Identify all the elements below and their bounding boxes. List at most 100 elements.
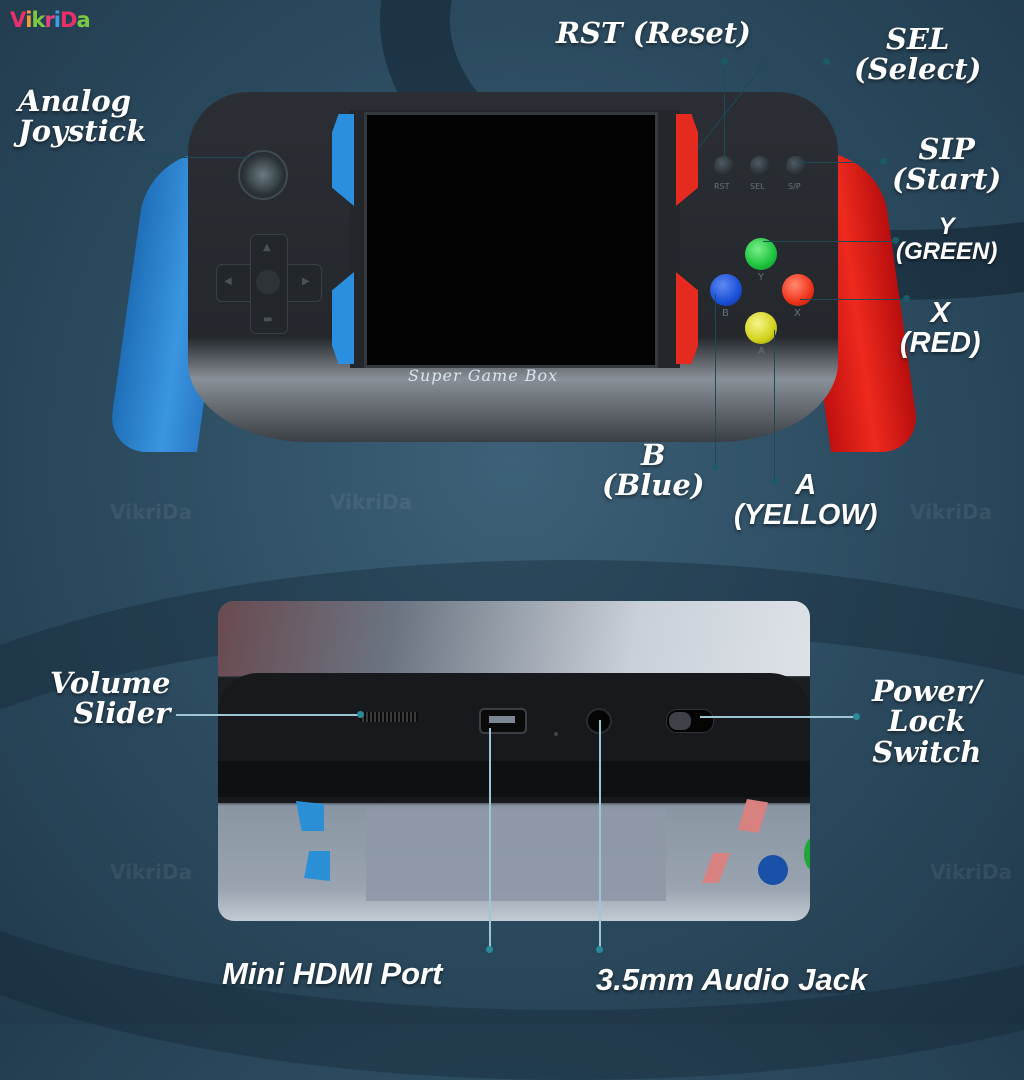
callout-dot [357, 711, 364, 718]
callout-line-power [700, 716, 855, 718]
label-line: B [641, 438, 666, 472]
sel-silkscreen: SEL [750, 182, 765, 191]
start-button[interactable] [786, 156, 806, 176]
mini-hdmi-port [479, 708, 527, 734]
bezel-accent-blue [332, 114, 354, 206]
label-volume-slider: Volume Slider [50, 668, 170, 729]
analog-joystick[interactable] [238, 150, 288, 200]
lcd-screen [364, 112, 658, 368]
label-line: (RED) [900, 327, 981, 360]
blurred-screen [366, 809, 666, 901]
logo-letter: D [60, 8, 77, 32]
label-line: (Blue) [602, 468, 705, 503]
label-line: Joystick [18, 114, 147, 149]
callout-line-audio [599, 720, 601, 950]
sel-button[interactable] [750, 156, 770, 176]
blurred-bezel-red [738, 799, 768, 833]
callout-line-y [763, 241, 896, 242]
label-analog-joystick: Analog Joystick [18, 86, 146, 147]
rst-button[interactable] [714, 156, 734, 176]
brand-logo: VikriDa [10, 8, 91, 32]
a-silkscreen: A [758, 346, 765, 357]
a-button-yellow[interactable] [745, 312, 777, 344]
rst-silkscreen: RST [714, 182, 730, 191]
volume-slider[interactable] [360, 712, 418, 722]
callout-dot [596, 946, 603, 953]
label-sel: SEL (Select) [854, 24, 981, 85]
callout-dot [823, 58, 830, 65]
blurred-bezel-red [702, 853, 730, 883]
label-line: Lock [888, 704, 966, 739]
label-line: X [930, 297, 950, 329]
label-power-lock-switch: Power/ Lock Switch [872, 676, 982, 769]
blurred-button-blue [758, 855, 788, 885]
x-button-red[interactable] [782, 274, 814, 306]
label-line: SEL [885, 22, 950, 56]
y-silkscreen: Y [758, 272, 765, 283]
label-line: Volume [50, 666, 171, 700]
callout-dot [892, 237, 899, 244]
callout-dot [486, 946, 493, 953]
logo-letter: V [10, 8, 26, 32]
model-name: Super Game Box [408, 366, 559, 385]
callout-line-b [715, 294, 716, 466]
b-silkscreen: B [722, 308, 729, 319]
callout-line-x [800, 299, 906, 300]
console-top-edge-photo [218, 601, 810, 921]
handheld-console-front: Super Game Box ▲ ▬ ◀ ▶ RST SEL S/P Y B X… [106, 92, 922, 458]
callout-line-a [774, 330, 775, 480]
label-line: Switch [872, 734, 982, 769]
label-line: SIP [918, 132, 975, 166]
callout-line-rst [724, 60, 725, 160]
label-line: (GREEN) [896, 238, 998, 266]
watermark: VikriDa [110, 500, 193, 524]
photo-background [218, 601, 810, 676]
dpad-down-icon: ▬ [263, 314, 273, 325]
power-lock-switch[interactable] [666, 709, 714, 733]
dpad-center [256, 270, 280, 294]
label-b-blue: B (Blue) [602, 440, 705, 501]
callout-line-volume [176, 714, 361, 716]
x-silkscreen: X [794, 308, 801, 319]
label-rst: RST (Reset) [556, 16, 751, 50]
callout-dot [721, 58, 728, 65]
label-line: Analog [18, 84, 132, 118]
blurred-bezel-blue [296, 801, 324, 831]
label-audio-jack: 3.5mm Audio Jack [596, 962, 868, 997]
label-line: (Start) [892, 162, 1002, 197]
callout-dot [903, 295, 910, 302]
label-y-green: Y (GREEN) [896, 214, 998, 266]
callout-dot [853, 713, 860, 720]
console-edge-shadow [218, 761, 810, 797]
watermark: VikriDa [910, 500, 993, 524]
watermark: VikriDa [330, 490, 413, 514]
bezel-accent-red [676, 114, 698, 206]
callout-line-hdmi [489, 728, 491, 950]
logo-letter: i [25, 8, 32, 32]
logo-letter: a [76, 8, 90, 32]
label-a-yellow: A (YELLOW) [734, 470, 877, 531]
label-sip: SIP (Start) [892, 134, 1001, 195]
blurred-button-green [804, 837, 810, 871]
y-button-green[interactable] [745, 238, 777, 270]
sip-silkscreen: S/P [788, 182, 801, 191]
callout-line-sip [797, 162, 883, 163]
callout-dot [712, 464, 719, 471]
dpad-right-icon: ▶ [302, 276, 310, 287]
label-line: (Select) [854, 52, 982, 87]
microphone-hole [554, 732, 558, 736]
logo-letter: i [53, 8, 61, 32]
callout-line-analog [150, 157, 250, 158]
callout-dot [771, 478, 778, 485]
watermark: VikriDa [110, 860, 193, 884]
label-x-red: X (RED) [900, 298, 981, 359]
label-line: (YELLOW) [734, 499, 878, 532]
logo-letter: r [44, 8, 54, 32]
label-line: Slider [73, 696, 171, 731]
label-line: A [795, 469, 817, 501]
callout-dot [880, 158, 887, 165]
dpad-up-icon: ▲ [263, 242, 271, 253]
dpad-left-icon: ◀ [224, 276, 232, 287]
bezel-accent-red [676, 272, 698, 364]
blurred-bezel-blue [304, 851, 330, 881]
